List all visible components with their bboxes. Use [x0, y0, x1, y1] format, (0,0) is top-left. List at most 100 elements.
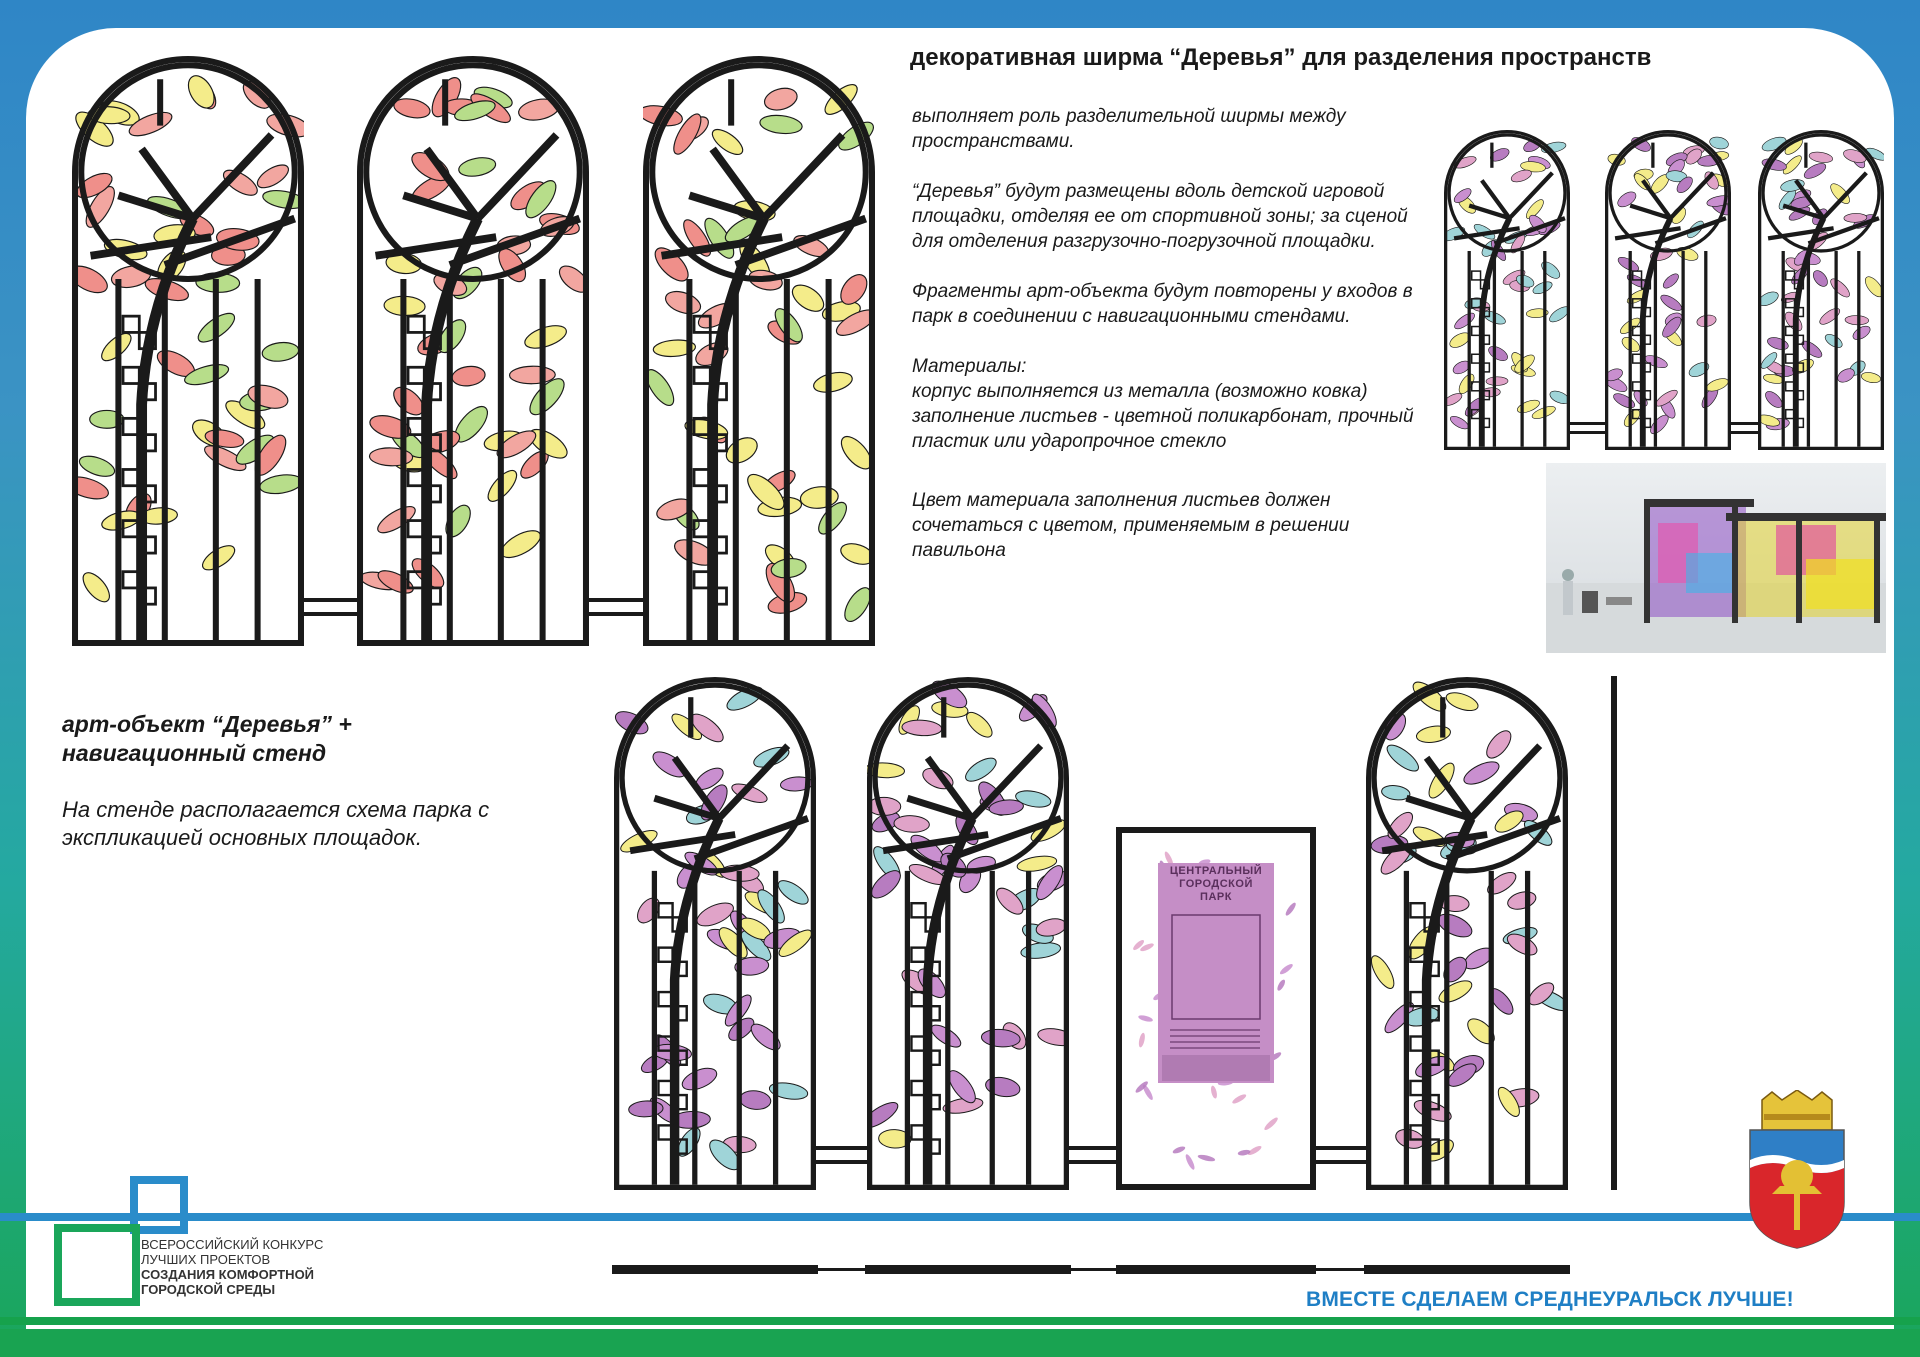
contest-logo-line3: СОЗДАНИЯ КОМФОРТНОЙ [141, 1267, 315, 1282]
leaf [1782, 155, 1802, 175]
connector-top-2 [589, 598, 643, 616]
leaf [1852, 325, 1871, 340]
leaf [1843, 213, 1868, 223]
ornament-square [910, 901, 927, 919]
leaf [988, 799, 1024, 816]
leaf [652, 339, 697, 358]
page-title: декоративная ширма “Деревья” для разделе… [910, 44, 1652, 71]
ornament-square [692, 416, 712, 437]
leaf [496, 430, 537, 459]
leaf [1487, 871, 1517, 895]
ornament-square [1409, 1079, 1426, 1097]
ornament-square [422, 382, 442, 402]
arch-frame [867, 677, 1069, 1190]
tree-drawing [1604, 130, 1732, 450]
stand-heading-line2: ГОРОДСКОЙ [1179, 878, 1253, 890]
ornament-square [708, 433, 728, 453]
ornament-square [1640, 417, 1652, 429]
ornament-square [1470, 325, 1482, 337]
ornament-square [1640, 334, 1652, 345]
ornament-square [1640, 362, 1652, 373]
leaf [454, 100, 496, 122]
leaf [996, 887, 1024, 915]
ornament-square [121, 468, 141, 488]
ornament-square [657, 1079, 674, 1097]
ornament-square [1784, 408, 1796, 420]
ornament-square [137, 586, 157, 606]
arch-frame [643, 56, 875, 646]
leaf [259, 474, 303, 495]
branches [660, 132, 868, 269]
leaf [1463, 761, 1500, 785]
stand-leaf [1172, 1146, 1186, 1154]
ornament-square [422, 331, 442, 351]
ornament-square [910, 946, 927, 963]
ornament-square [406, 570, 426, 590]
contest-logo-text: ВСЕРОССИЙСКИЙ КОНКУРС ЛУЧШИХ ПРОЕКТОВ СО… [141, 1237, 323, 1297]
contest-logo-icon [54, 1176, 188, 1306]
ornament-square [671, 1093, 688, 1111]
materials-line-2: заполнение листьев - цветной поликарбона… [912, 406, 1414, 452]
leaf [739, 1090, 772, 1110]
ornament-square [121, 365, 141, 385]
leaf [844, 587, 872, 623]
ornament-square [1409, 946, 1426, 963]
ornament-square [1423, 960, 1440, 978]
ornament-square [1631, 408, 1643, 420]
arch-frame [1366, 677, 1568, 1190]
stand-leaf [1247, 1145, 1262, 1156]
leaf [681, 1067, 718, 1091]
tree-panel-bottom-2 [862, 677, 1076, 1190]
leaf [1660, 294, 1682, 311]
tree-drawing [638, 56, 877, 646]
leaf [187, 75, 215, 109]
materials-line-1: корпус выполняется из металла (возможно … [912, 381, 1368, 402]
ornament-square [1470, 270, 1482, 281]
branches [1767, 171, 1880, 246]
ornament-square [1470, 298, 1482, 309]
arch-frame [614, 677, 816, 1190]
ornament-square [1479, 362, 1491, 373]
stand-leaf [1232, 1094, 1247, 1104]
leaf [261, 341, 300, 362]
leaf [750, 1023, 781, 1051]
arch-frame [72, 56, 304, 646]
stand-leaf [1285, 902, 1296, 916]
leaf [1488, 346, 1508, 361]
stand-leaf [1133, 939, 1145, 951]
ornament-square [1423, 916, 1440, 933]
art-object-title-line2: навигационный стенд [62, 740, 327, 766]
leaf [1520, 161, 1546, 173]
ornament-square [708, 484, 728, 504]
stand-heading-line3: ПАРК [1200, 891, 1232, 903]
crown-circle [78, 62, 298, 283]
leaf [1662, 273, 1679, 289]
ornament-square [657, 946, 674, 963]
tree-drawing [357, 56, 589, 646]
ornament-square [406, 365, 426, 385]
leaf [813, 371, 853, 393]
ornament-square [910, 1124, 927, 1141]
leaf [1036, 865, 1064, 901]
description-p3: Фрагменты арт-объекта будут повторены у … [912, 281, 1413, 327]
connector-top-1 [304, 598, 357, 616]
tree-panel-top-1 [65, 56, 311, 646]
ornament-square [1793, 279, 1805, 290]
ornament-square [1640, 306, 1652, 318]
ornament-square [1470, 408, 1482, 420]
branches [1453, 171, 1566, 246]
ornament-square [657, 1124, 674, 1141]
stand-leaf [1279, 964, 1293, 975]
leaf [1454, 312, 1475, 330]
leaf [1532, 281, 1553, 294]
branches [374, 132, 582, 269]
ornament-square [708, 535, 728, 555]
stand-leaf [1277, 979, 1286, 991]
ornament-square [1784, 298, 1796, 309]
crown-circle [1608, 133, 1728, 253]
leaf [1819, 308, 1841, 325]
connector-bottom-3 [1316, 1146, 1366, 1164]
leaf [1844, 315, 1870, 326]
leaf [1617, 191, 1637, 208]
arch-frame [1605, 130, 1731, 450]
